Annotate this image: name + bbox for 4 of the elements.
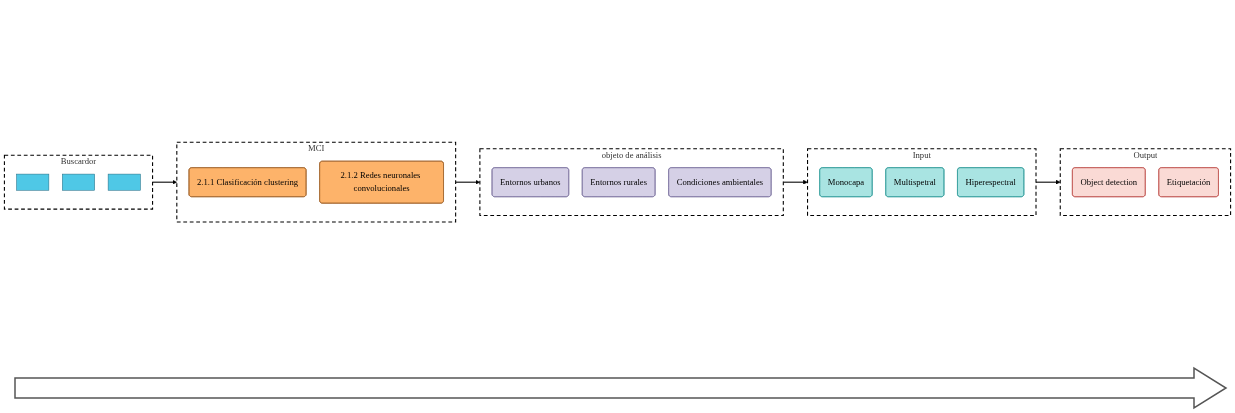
node-box bbox=[62, 174, 95, 191]
node-box bbox=[16, 174, 50, 191]
cluster: Buscardor bbox=[3, 155, 154, 210]
node-box bbox=[107, 174, 141, 191]
